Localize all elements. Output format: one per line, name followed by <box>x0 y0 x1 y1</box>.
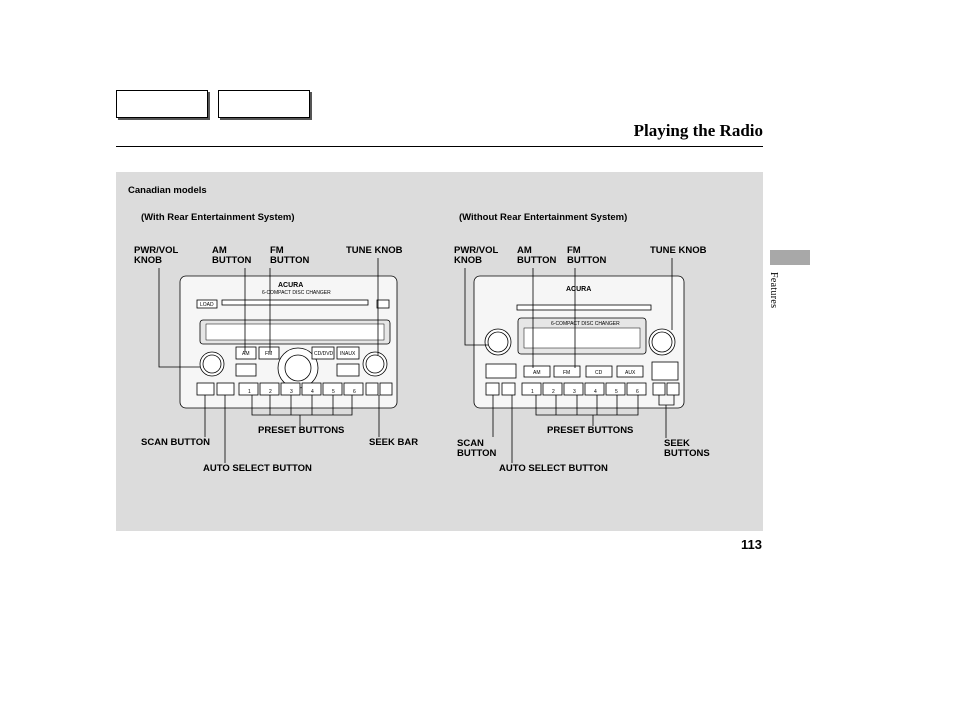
region-label: Canadian models <box>128 185 207 196</box>
section-label: Features <box>768 272 779 309</box>
left-preset-key: 3 <box>290 389 293 395</box>
section-tab <box>770 250 810 265</box>
left-pwr-vol-knob-label: PWR/VOL KNOB <box>134 245 179 266</box>
right-unit-text: ACURA 6-COMPACT DISC CHANGER AM FM CD AU… <box>533 286 636 376</box>
left-cd-key: CD/DVD <box>314 351 334 357</box>
right-preset-key: 4 <box>594 389 597 395</box>
left-am-button-label: AM BUTTON <box>212 245 252 266</box>
left-fm-button-label: FM BUTTON <box>270 245 310 266</box>
right-preset-key: 5 <box>615 389 618 395</box>
left-brand: ACURA <box>278 282 303 289</box>
right-fm-key: FM <box>563 370 570 376</box>
right-preset-key: 2 <box>552 389 555 395</box>
right-tune-knob-label: TUNE KNOB <box>650 245 707 256</box>
right-fm-button-label: FM BUTTON <box>567 245 607 266</box>
left-seek-bar-label: SEEK BAR <box>369 437 419 448</box>
left-preset-key: 1 <box>248 389 251 395</box>
left-subtitle: (With Rear Entertainment System) <box>141 212 295 223</box>
left-radio-unit <box>179 275 398 409</box>
right-auto-select-label: AUTO SELECT BUTTON <box>499 463 608 474</box>
nav-box-next[interactable] <box>218 90 310 118</box>
right-leader-lines <box>464 258 675 463</box>
left-preset-key: 2 <box>269 389 272 395</box>
right-pwr-vol-knob-label: PWR/VOL KNOB <box>454 245 499 266</box>
nav-box-previous[interactable] <box>116 90 208 118</box>
left-preset-buttons-label: PRESET BUTTONS <box>258 425 345 436</box>
left-changer-label: 6-COMPACT DISC CHANGER <box>262 290 331 296</box>
left-scan-button-label: SCAN BUTTON <box>141 437 210 448</box>
page-title: Playing the Radio <box>633 121 763 140</box>
right-preset-key: 1 <box>531 389 534 395</box>
right-subtitle: (Without Rear Entertainment System) <box>459 212 628 223</box>
right-scan-button-label: SCAN BUTTON <box>457 438 497 459</box>
left-fm-key: FM <box>265 351 272 357</box>
right-changer-label: 6-COMPACT DISC CHANGER <box>551 321 620 327</box>
left-auto-select-label: AUTO SELECT BUTTON <box>203 463 312 474</box>
right-preset-key: 6 <box>636 389 639 395</box>
left-am-key: AM <box>242 351 250 357</box>
right-aux-key: AUX <box>625 370 636 376</box>
left-preset-key: 6 <box>353 389 356 395</box>
title-rule <box>116 146 763 147</box>
right-cd-key: CD <box>595 370 603 376</box>
right-radio-unit <box>473 275 685 409</box>
left-leader-lines <box>158 258 380 463</box>
left-preset-key: 4 <box>311 389 314 395</box>
left-tune-knob-label: TUNE KNOB <box>346 245 403 256</box>
right-preset-buttons-label: PRESET BUTTONS <box>547 425 634 436</box>
page-number: 113 <box>741 537 762 552</box>
left-unit-text: ACURA 6-COMPACT DISC CHANGER LOAD AM FM … <box>200 282 356 357</box>
right-brand: ACURA <box>566 286 591 293</box>
left-preset-key: 5 <box>332 389 335 395</box>
left-load-label: LOAD <box>200 302 214 308</box>
right-seek-buttons-label: SEEK BUTTONS <box>664 438 710 459</box>
right-preset-key: 3 <box>573 389 576 395</box>
right-am-key: AM <box>533 370 541 376</box>
left-aux-key: INAUX <box>340 351 356 357</box>
right-am-button-label: AM BUTTON <box>517 245 557 266</box>
